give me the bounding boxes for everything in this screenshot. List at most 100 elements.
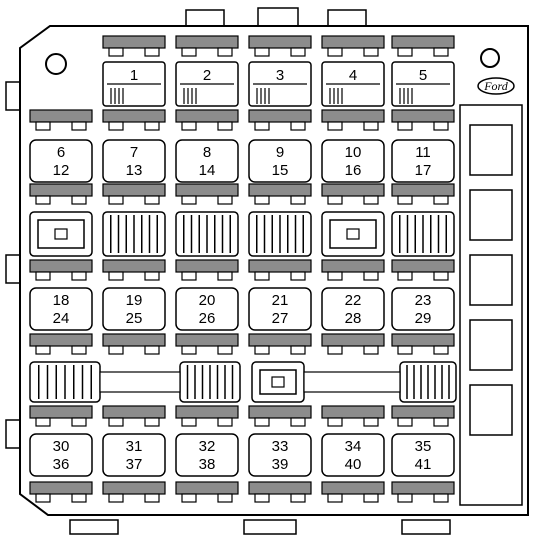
relay-terminal-top-4: [248, 183, 312, 205]
fuse-number-top: 8: [203, 144, 211, 161]
fuse-number-top: 20: [199, 292, 216, 309]
relay-row-a-3: [175, 211, 239, 257]
relay-terminal-top-6: [391, 183, 455, 205]
fuse-terminal-r2-c3: [175, 259, 239, 281]
fuse-terminal-r2-c1: [29, 259, 93, 281]
fuse-number-top: 23: [415, 292, 432, 309]
relay-terminal-mid-2: [102, 333, 166, 355]
relay-row-b-4: [399, 361, 457, 403]
top-terminal-2: [175, 35, 239, 57]
fuse-number-bottom: 15: [272, 162, 289, 179]
relay-terminal-mid-5: [321, 333, 385, 355]
relay-2: 2: [175, 61, 239, 107]
relay-row-a-5: [321, 211, 385, 257]
bottom-connector-tabs: [69, 519, 451, 535]
fuse-terminal-r1-c4: [248, 109, 312, 131]
fuse-number-bottom: 29: [415, 310, 432, 327]
bottom-terminal-2: [102, 481, 166, 503]
fuse-number-bottom: 36: [53, 456, 70, 473]
fuse-cell: 713: [102, 139, 166, 183]
fuse-number-bottom: 41: [415, 456, 432, 473]
relay-terminal-top-2: [102, 183, 166, 205]
bottom-terminal-4: [248, 481, 312, 503]
fuse-terminal-r1-c2: [102, 109, 166, 131]
fuse-number-bottom: 38: [199, 456, 216, 473]
fuse-number-top: 34: [345, 438, 362, 455]
bus-bar-left: [99, 371, 181, 393]
top-connector-tabs: [185, 7, 367, 29]
fuse-terminal-r1-c6: [391, 109, 455, 131]
relay-label: 2: [203, 67, 211, 84]
relay-row-a-2: [102, 211, 166, 257]
fuse-cell: 814: [175, 139, 239, 183]
relay-1: 1: [102, 61, 166, 107]
ford-logo: Ford: [477, 77, 515, 95]
fuse-terminal-r1-c5: [321, 109, 385, 131]
relay-label: 1: [130, 67, 138, 84]
relay-terminal-top-1: [29, 183, 93, 205]
fuse-number-top: 35: [415, 438, 432, 455]
fuse-terminal-r2-c4: [248, 259, 312, 281]
fuse-number-top: 7: [130, 144, 138, 161]
fuse-terminal-r3-c5: [321, 405, 385, 427]
relay-label: 4: [349, 67, 357, 84]
fuse-number-bottom: 14: [199, 162, 216, 179]
relay-row-a-4: [248, 211, 312, 257]
bottom-terminal-3: [175, 481, 239, 503]
fuse-number-top: 21: [272, 292, 289, 309]
fuse-terminal-r3-c3: [175, 405, 239, 427]
relay-column: [459, 104, 523, 506]
fuse-number-top: 18: [53, 292, 70, 309]
relay-label: 3: [276, 67, 284, 84]
fuse-terminal-r1-c1: [29, 109, 93, 131]
fuse-terminal-r3-c1: [29, 405, 93, 427]
ford-logo-text: Ford: [483, 79, 509, 93]
fuse-number-top: 11: [415, 144, 431, 161]
fuse-number-bottom: 40: [345, 456, 362, 473]
relay-row-a-6: [391, 211, 455, 257]
bottom-terminal-6: [391, 481, 455, 503]
top-terminal-4: [321, 35, 385, 57]
fuse-number-bottom: 28: [345, 310, 362, 327]
fuse-terminal-r3-c4: [248, 405, 312, 427]
fuse-number-top: 31: [126, 438, 143, 455]
fuse-number-bottom: 24: [53, 310, 70, 327]
relay-terminal-top-3: [175, 183, 239, 205]
relay-terminal-mid-1: [29, 333, 93, 355]
fuse-number-bottom: 25: [126, 310, 143, 327]
fuse-number-bottom: 12: [53, 162, 70, 179]
fuse-number-top: 32: [199, 438, 216, 455]
fuse-number-bottom: 27: [272, 310, 289, 327]
fuse-number-bottom: 26: [199, 310, 216, 327]
mounting-hole-top-right: [480, 48, 500, 68]
relay-terminal-mid-3: [175, 333, 239, 355]
fuse-terminal-r2-c6: [391, 259, 455, 281]
fuse-number-top: 22: [345, 292, 362, 309]
fuse-number-bottom: 37: [126, 456, 143, 473]
bus-bar-right: [303, 371, 401, 393]
top-terminal-3: [248, 35, 312, 57]
mounting-hole-top-left: [45, 53, 67, 75]
relay-4: 4: [321, 61, 385, 107]
fuse-number-bottom: 13: [126, 162, 143, 179]
relay-label: 5: [419, 67, 427, 84]
fuse-number-top: 10: [345, 144, 362, 161]
fuse-number-top: 19: [126, 292, 143, 309]
relay-row-b-3: [251, 361, 305, 403]
relay-row-b-1: [29, 361, 101, 403]
top-terminal-5: [391, 35, 455, 57]
